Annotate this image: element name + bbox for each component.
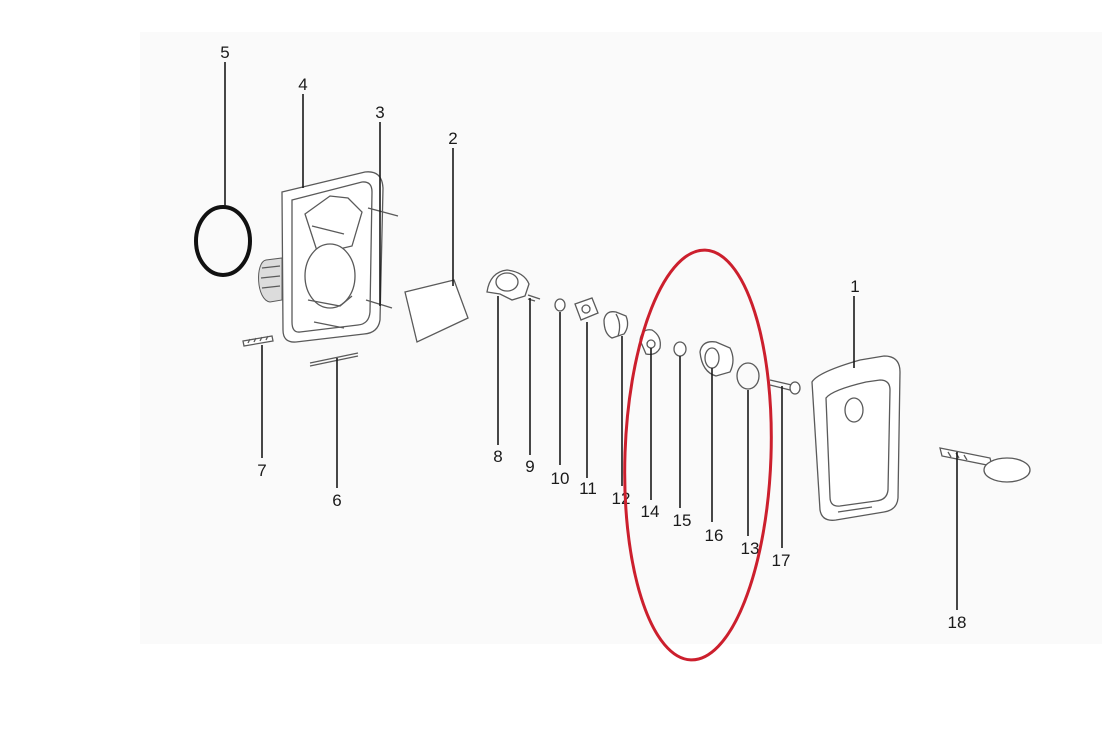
callout-6: 6 bbox=[332, 491, 341, 510]
callout-10: 10 bbox=[551, 469, 570, 488]
part-12-cylinder bbox=[603, 311, 629, 339]
part-17-pin bbox=[769, 379, 801, 395]
part-7-pin bbox=[242, 335, 274, 347]
part-6-rod bbox=[309, 352, 359, 367]
callout-9: 9 bbox=[525, 457, 534, 476]
part-13-o-ring bbox=[736, 362, 760, 390]
part-15-ring bbox=[673, 341, 687, 357]
callout-14: 14 bbox=[641, 502, 660, 521]
highlight-ellipse bbox=[623, 248, 773, 662]
callout-17: 17 bbox=[772, 551, 791, 570]
part-8-bracket bbox=[486, 269, 530, 301]
callout-12: 12 bbox=[612, 489, 631, 508]
leader-lines bbox=[224, 62, 958, 610]
part-18-key bbox=[939, 447, 1031, 483]
callout-18: 18 bbox=[948, 613, 967, 632]
part-2-flap bbox=[404, 279, 469, 343]
part-9-pin bbox=[527, 294, 541, 302]
callout-labels: 1 2 3 4 5 6 7 8 9 10 11 12 13 14 15 16 1… bbox=[220, 43, 966, 632]
callout-11: 11 bbox=[579, 479, 597, 498]
callout-15: 15 bbox=[673, 511, 692, 530]
callout-2: 2 bbox=[448, 129, 457, 148]
part-1-cover bbox=[811, 355, 901, 521]
part-3-screws bbox=[311, 207, 399, 329]
part-4-housing bbox=[258, 171, 384, 343]
part-11-block bbox=[574, 297, 599, 321]
callout-3: 3 bbox=[375, 103, 384, 122]
callout-4: 4 bbox=[298, 75, 307, 94]
part-16-bushing bbox=[699, 341, 734, 377]
callout-13: 13 bbox=[741, 539, 760, 558]
callout-16: 16 bbox=[705, 526, 724, 545]
callout-5: 5 bbox=[220, 43, 229, 62]
part-5-gasket-ring bbox=[194, 205, 252, 277]
callout-7: 7 bbox=[257, 461, 266, 480]
part-10-washer bbox=[554, 298, 566, 312]
callout-8: 8 bbox=[493, 447, 502, 466]
callout-1: 1 bbox=[850, 277, 859, 296]
